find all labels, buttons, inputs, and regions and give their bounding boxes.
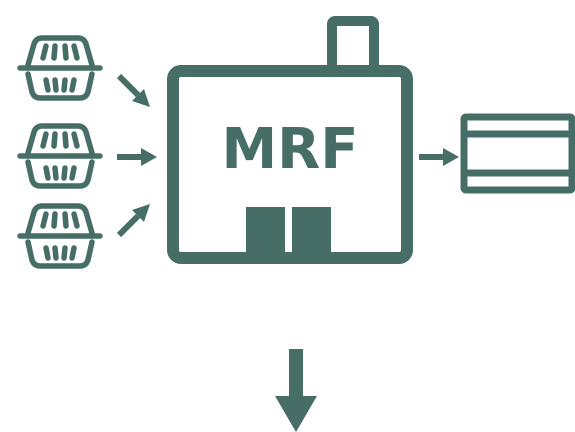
input-arrow-top — [116, 73, 150, 107]
output-arrow — [419, 148, 459, 166]
input-arrow-bottom — [116, 204, 150, 238]
clamshell-container-icon — [20, 206, 100, 266]
clamshell-container-icon — [20, 126, 100, 186]
bale-icon — [460, 113, 575, 194]
mrf-building: MRF — [167, 16, 413, 264]
input-arrow-middle — [117, 148, 157, 166]
door-left — [246, 207, 285, 257]
mrf-label: MRF — [221, 117, 358, 182]
clamshell-container-icon — [20, 38, 100, 98]
down-arrow-icon — [275, 349, 317, 432]
door-right — [292, 207, 331, 257]
